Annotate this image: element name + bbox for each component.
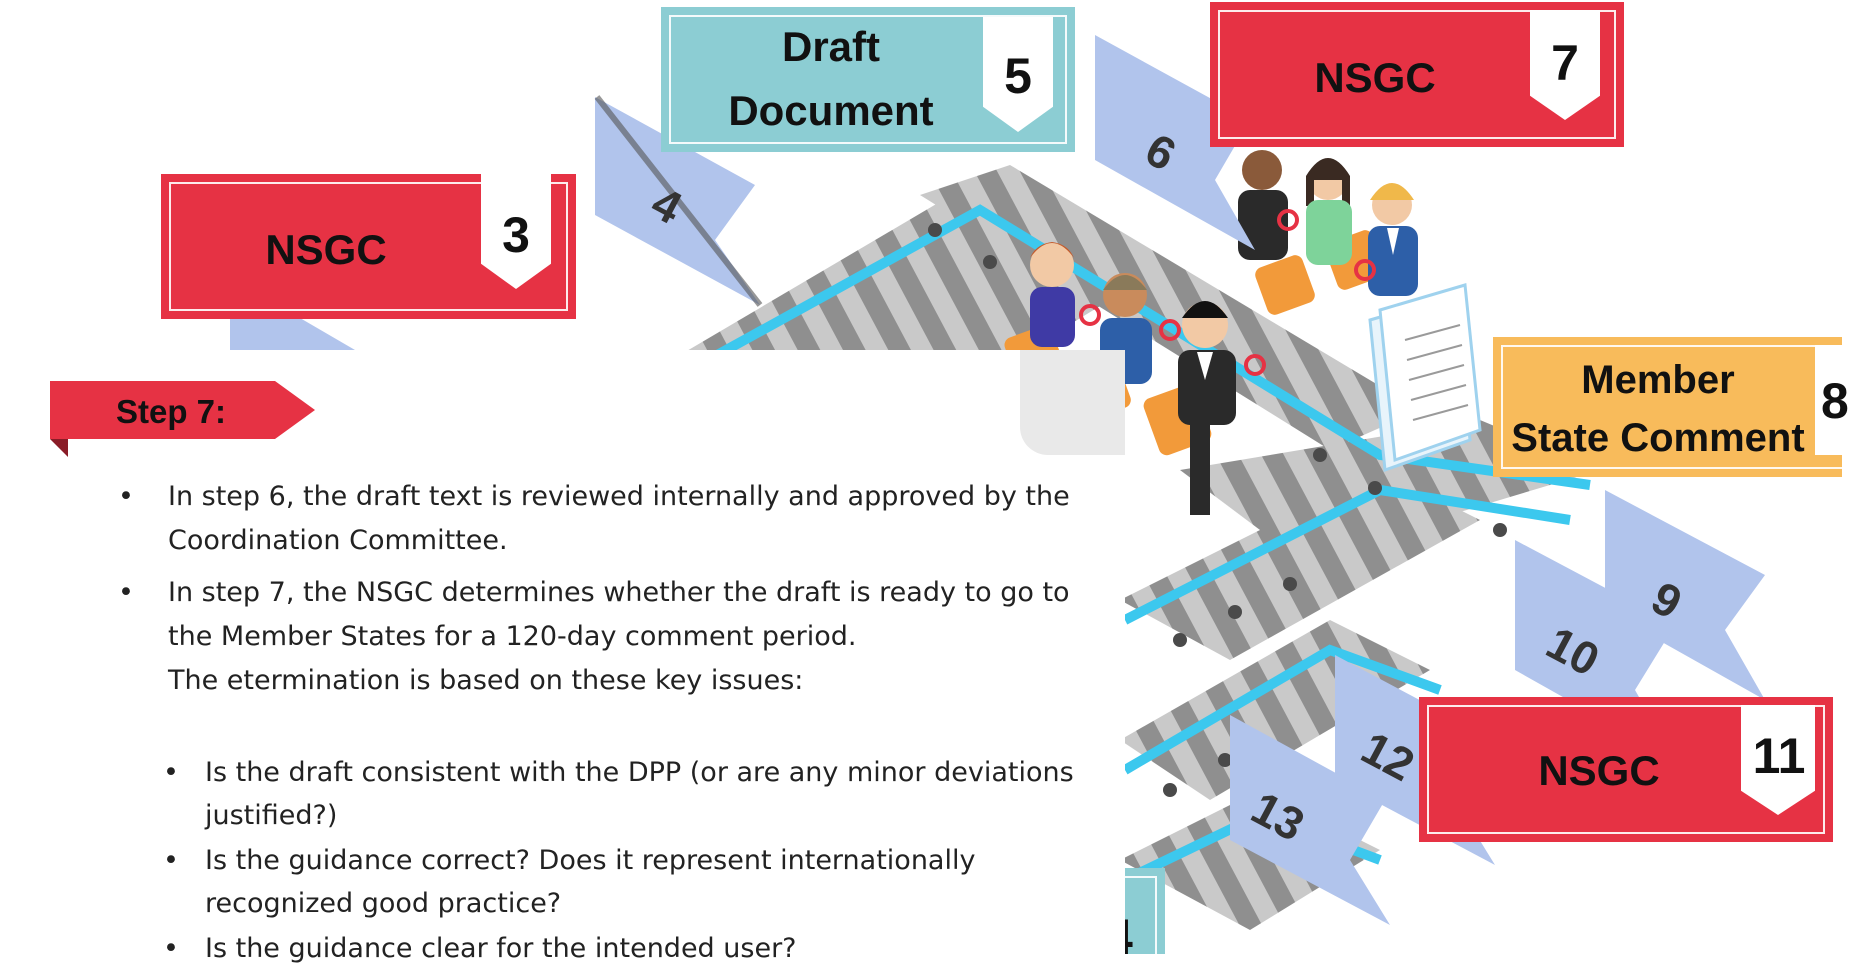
member-state-comment-label-8-line1: Member [1581,358,1735,402]
sub-bullet-guidance-correct-line1: Is the guidance correct? Does it represe… [205,845,976,876]
member-state-comment-label-8-line2: State Comment [1511,416,1805,460]
nsgc-label-7-text: NSGC [1314,54,1436,101]
key-issues-intro: The etermination is based on these key i… [168,665,804,696]
bullet-step-7-line2: the Member States for a 120-day comment … [168,621,857,652]
draft-document-label-5: Draft Document 5 [661,7,1075,152]
sub-bullet-dpp-line1: Is the draft consistent with the DPP (or… [205,757,1074,788]
nsgc-label-3-text: NSGC [265,226,387,273]
nsgc-label-3-num: 3 [502,207,530,263]
sub-bullet-guidance-clear-line1: Is the guidance clear for the intended u… [205,933,797,964]
bullet-step-7: In step 7, the NSGC determines whether t… [115,571,1075,659]
bullet-step-6-line1: In step 6, the draft text is reviewed in… [168,481,1070,512]
member-state-comment-label-8: Member State Comment 8 [1493,337,1852,477]
draft-document-label-5-line1: Draft [781,23,880,70]
conveyor-illustration: 4 6 9 10 12 13 [230,35,1765,930]
member-state-comment-label-8-num: 8 [1821,373,1849,429]
flag-13: 13 [1230,715,1390,925]
sub-bullet-guidance-correct-line2: recognized good practice? [205,888,562,919]
draft-document-label-5-num: 5 [1004,48,1032,104]
page-curl [1020,350,1125,455]
document-stack-icon [1368,283,1482,473]
nsgc-label-7-num: 7 [1551,35,1579,91]
flag-4: 4 [594,95,763,307]
step-content: In step 6, the draft text is reviewed in… [115,475,1075,972]
nsgc-label-11: NSGC 11 [1419,697,1833,842]
sub-bullet-dpp: Is the draft consistent with the DPP (or… [115,751,1075,837]
nsgc-label-3: NSGC 3 [161,174,576,319]
sub-bullet-dpp-line2: justified?) [205,800,338,831]
draft-document-label-5-line2: Document [728,87,934,134]
nsgc-label-11-text: NSGC [1538,747,1660,794]
step-ribbon: Step 7: [50,381,315,457]
nsgc-label-11-num: 11 [1752,728,1806,784]
bullet-step-7-line1: In step 7, the NSGC determines whether t… [168,577,1070,608]
sub-bullet-guidance-clear: Is the guidance clear for the intended u… [115,927,1075,970]
sub-bullet-guidance-correct: Is the guidance correct? Does it represe… [115,839,1075,925]
step-title: Step 7: [116,393,227,430]
bullet-step-6-line2: Coordination Committee. [168,525,508,556]
bullet-step-6: In step 6, the draft text is reviewed in… [115,475,1075,563]
flag-6: 6 [1095,35,1255,250]
nsgc-label-7: NSGC 7 [1210,2,1624,147]
